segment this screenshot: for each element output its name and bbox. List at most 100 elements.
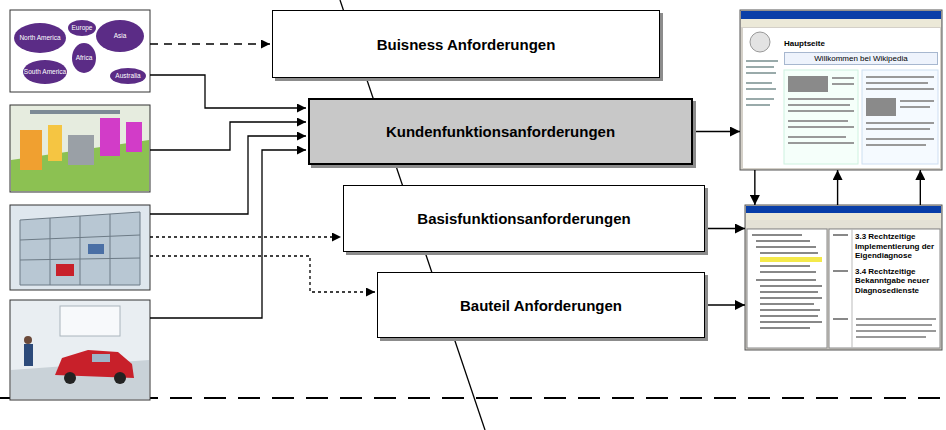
wiki-screenshot-part [743,28,940,168]
wiki-screenshot-part [788,110,854,112]
wiki-screenshot-part [866,144,926,146]
building-picture-part [110,214,111,285]
map-label: Asia [114,33,127,40]
factory-picture-part [20,130,42,170]
wiki-screenshot-part [788,76,828,92]
wiki-screenshot-part [900,100,934,102]
world-map-part [23,60,67,84]
tool-screenshot-part [760,309,820,311]
tool-screenshot-part [760,285,822,287]
wiki-screenshot-part [866,122,934,124]
wiki-screenshot-part [788,136,846,138]
wiki-screenshot-part [788,142,854,144]
tool-screenshot-part [747,229,827,348]
world-map-part [68,20,96,36]
tool-screenshot-part [856,318,936,320]
wiki-screenshot [740,10,942,170]
map-label: South America [24,69,66,76]
map-label: Europe [72,25,93,32]
box-title: Basisfunktionsanforderungen [417,210,630,227]
input-arrow [150,44,375,318]
tool-screenshot-part [856,330,936,332]
tool-screenshot-part [745,205,942,350]
tool-screenshot-part [760,321,822,323]
factory-picture-part [68,135,94,165]
tool-screenshot-part [760,271,816,273]
showroom-picture-part [60,306,120,336]
input-arrow-part [150,75,306,108]
tool-screenshot-part [760,257,822,262]
tool-screenshot-part [756,246,816,248]
screenshot-node: HauptseiteWillkommen bei Wikipedia [740,10,942,170]
wiki-screenshot-part [788,104,850,106]
input-arrow-part [150,236,341,237]
wiki-screenshot-part [866,98,896,116]
tool-screenshot-part [833,270,848,272]
tool-screenshot-part [833,234,848,236]
wiki-screenshot-part [746,104,770,106]
tool-screenshot-part [760,303,814,305]
requirement-box: Basisfunktionsanforderungen [343,185,705,252]
wiki-screenshot-part [746,72,776,74]
tool-screenshot-part [760,291,818,293]
building-picture-part [56,264,74,276]
wiki-screenshot-part [746,66,774,68]
tool-screenshot-part [760,297,822,299]
showroom-picture [10,300,150,400]
tool-screenshot-part [760,265,810,267]
building-picture-part [20,212,140,285]
wiki-screenshot-part [784,70,858,164]
showroom-picture-part [114,372,126,384]
wiki-screenshot-part [862,70,938,164]
requirement-box: Kundenfunktionsanforderungen [308,98,693,165]
building-picture [10,205,150,290]
wiki-screenshot-part [866,76,934,78]
wiki-screenshot-part [788,98,854,100]
building-picture-part [50,218,51,285]
wiki-screenshot-part [746,60,778,62]
tool-screenshot-part [752,234,802,236]
wiki-screenshot-part [746,98,774,100]
screenshot-text: 3.3 Rechtzeitige Implementierung der Eig… [855,232,938,261]
map-label: North America [19,35,60,42]
factory-picture-part [126,122,142,152]
connector-arrow [920,170,921,205]
tool-screenshot-part [760,315,818,317]
map-label: Australia [115,73,140,80]
connector-arrow [705,304,745,305]
wiki-screenshot-part [741,11,941,19]
connector-arrow [705,228,745,229]
tool-screenshot [745,205,942,350]
showroom-picture-part [92,354,110,362]
factory-picture-part [10,105,150,192]
tool-screenshot-part [856,324,932,326]
tool-screenshot-part [746,206,941,213]
input-arrow-part [150,43,270,44]
wiki-screenshot-part [788,120,848,122]
input-arrow-part [150,150,306,318]
box-title: Kundenfunktionsanforderungen [386,123,615,140]
showroom-picture-part [64,372,76,384]
showroom-picture-part [24,344,33,366]
screenshot-text: 3.4 Rechtzeitige Bekanntgabe neuer Diagn… [855,267,938,296]
wiki-screenshot-part [866,128,930,130]
showroom-picture-part [10,300,150,400]
screenshot-text: Hauptseite [784,39,938,49]
requirement-box: Buisness Anforderungen [272,10,660,78]
wiki-screenshot-part [832,77,854,79]
connector-arrow [837,170,838,205]
map-label: Africa [76,55,93,62]
requirement-box: Bauteil Anforderungen [377,272,705,338]
world-map-part [10,10,150,92]
screenshot-text: Willkommen bei Wikipedia [784,52,938,66]
tool-screenshot-part [756,240,810,242]
factory-picture-part [100,118,120,156]
tool-screenshot-part [746,213,941,220]
building-picture-part [88,244,104,254]
screenshot-node: 3.3 Rechtzeitige Implementierung der Eig… [745,205,942,350]
input-arrow-part [150,256,375,292]
tool-screenshot-part [833,318,848,320]
world-map-part [110,68,146,84]
building-picture-part [80,216,81,285]
